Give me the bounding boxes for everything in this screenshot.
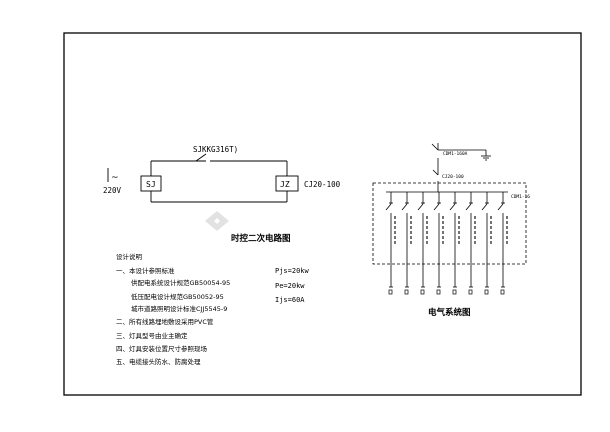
- outgoing-branches: [385, 192, 508, 295]
- note-line: 城市道路照明设计标准CJJ5545-9: [131, 304, 227, 313]
- note-line: 二、所有线路埋地敷设采用PVC管: [116, 317, 214, 326]
- timer-label: SJKKG316T): [193, 145, 238, 154]
- branch-breaker: [385, 203, 392, 211]
- time-control-circuit: [107, 153, 299, 203]
- note-line: 四、灯具安装位置尺寸参照现场: [116, 344, 208, 353]
- branch-terminal: [420, 289, 425, 295]
- branch-terminal: [388, 289, 393, 295]
- branch-terminal: [484, 289, 489, 295]
- note-line: 三、灯具型号由业主确定: [116, 331, 188, 340]
- branch-terminal: [404, 289, 409, 295]
- branch-circuit: [385, 192, 393, 288]
- distribution-box: [372, 182, 527, 265]
- voltage-label: 220V: [103, 186, 122, 195]
- branch-circuit: [449, 192, 457, 288]
- jz-label: JZ: [280, 180, 290, 189]
- branch-breaker: [465, 203, 472, 211]
- branch-breaker: [481, 203, 488, 211]
- system-title: 电气系统图: [428, 307, 471, 318]
- branch-terminal: [468, 289, 473, 295]
- design-notes: 设计说明 一、本设计参照标准 供配电系统设计规范GB50054-95 低压配电设…: [116, 252, 230, 366]
- note-line: 低压配电设计规范GB50052-95: [131, 292, 224, 301]
- main-breaker-contact: [431, 143, 439, 151]
- circuit-title: 时控二次电路图: [231, 233, 291, 244]
- pjs-value: Pjs=20kw: [275, 267, 310, 275]
- timer-switch-contact: [195, 153, 207, 162]
- note-line: 供配电系统设计规范GB50054-95: [131, 278, 230, 287]
- branch-breaker: [401, 203, 408, 211]
- branch-terminal: [500, 289, 505, 295]
- note-line: 一、本设计参照标准: [116, 266, 175, 275]
- sj-relay-box: [140, 175, 162, 192]
- note-line: 五、电缆接头防水、防腐处理: [116, 357, 201, 366]
- pe-value: Pe=20kw: [275, 282, 305, 290]
- electrical-system-diagram: [372, 143, 527, 265]
- watermark: [205, 211, 229, 231]
- branch-breaker: [497, 203, 504, 211]
- contactor-label: CJ20-100: [304, 180, 341, 189]
- ijs-value: Ijs=60A: [275, 296, 305, 304]
- sj-label: SJ: [146, 180, 156, 189]
- load-values: Pjs=20kw Pe=20kw Ijs=60A: [275, 267, 310, 304]
- branch-circuit: [465, 192, 473, 288]
- notes-heading: 设计说明: [116, 252, 143, 261]
- branch-circuit: [417, 192, 425, 288]
- branch-circuit: [497, 192, 505, 288]
- branch-terminal: [452, 289, 457, 295]
- jz-relay-box: [275, 175, 299, 192]
- branch-breaker: [417, 203, 424, 211]
- branch-terminal: [436, 289, 441, 295]
- branch-breaker: [449, 203, 456, 211]
- main-breaker-label: CDM1-160A: [443, 151, 468, 157]
- branch-circuit: [401, 192, 409, 288]
- sub-breaker-label: CJ20-100: [442, 174, 464, 180]
- branch-circuit: [481, 192, 489, 288]
- branch-circuit: [433, 192, 441, 288]
- branch-breaker: [433, 203, 440, 211]
- drawing-frame: [63, 32, 582, 396]
- ac-symbol: ~: [111, 173, 119, 183]
- box-label: CDM1-16: [511, 194, 530, 200]
